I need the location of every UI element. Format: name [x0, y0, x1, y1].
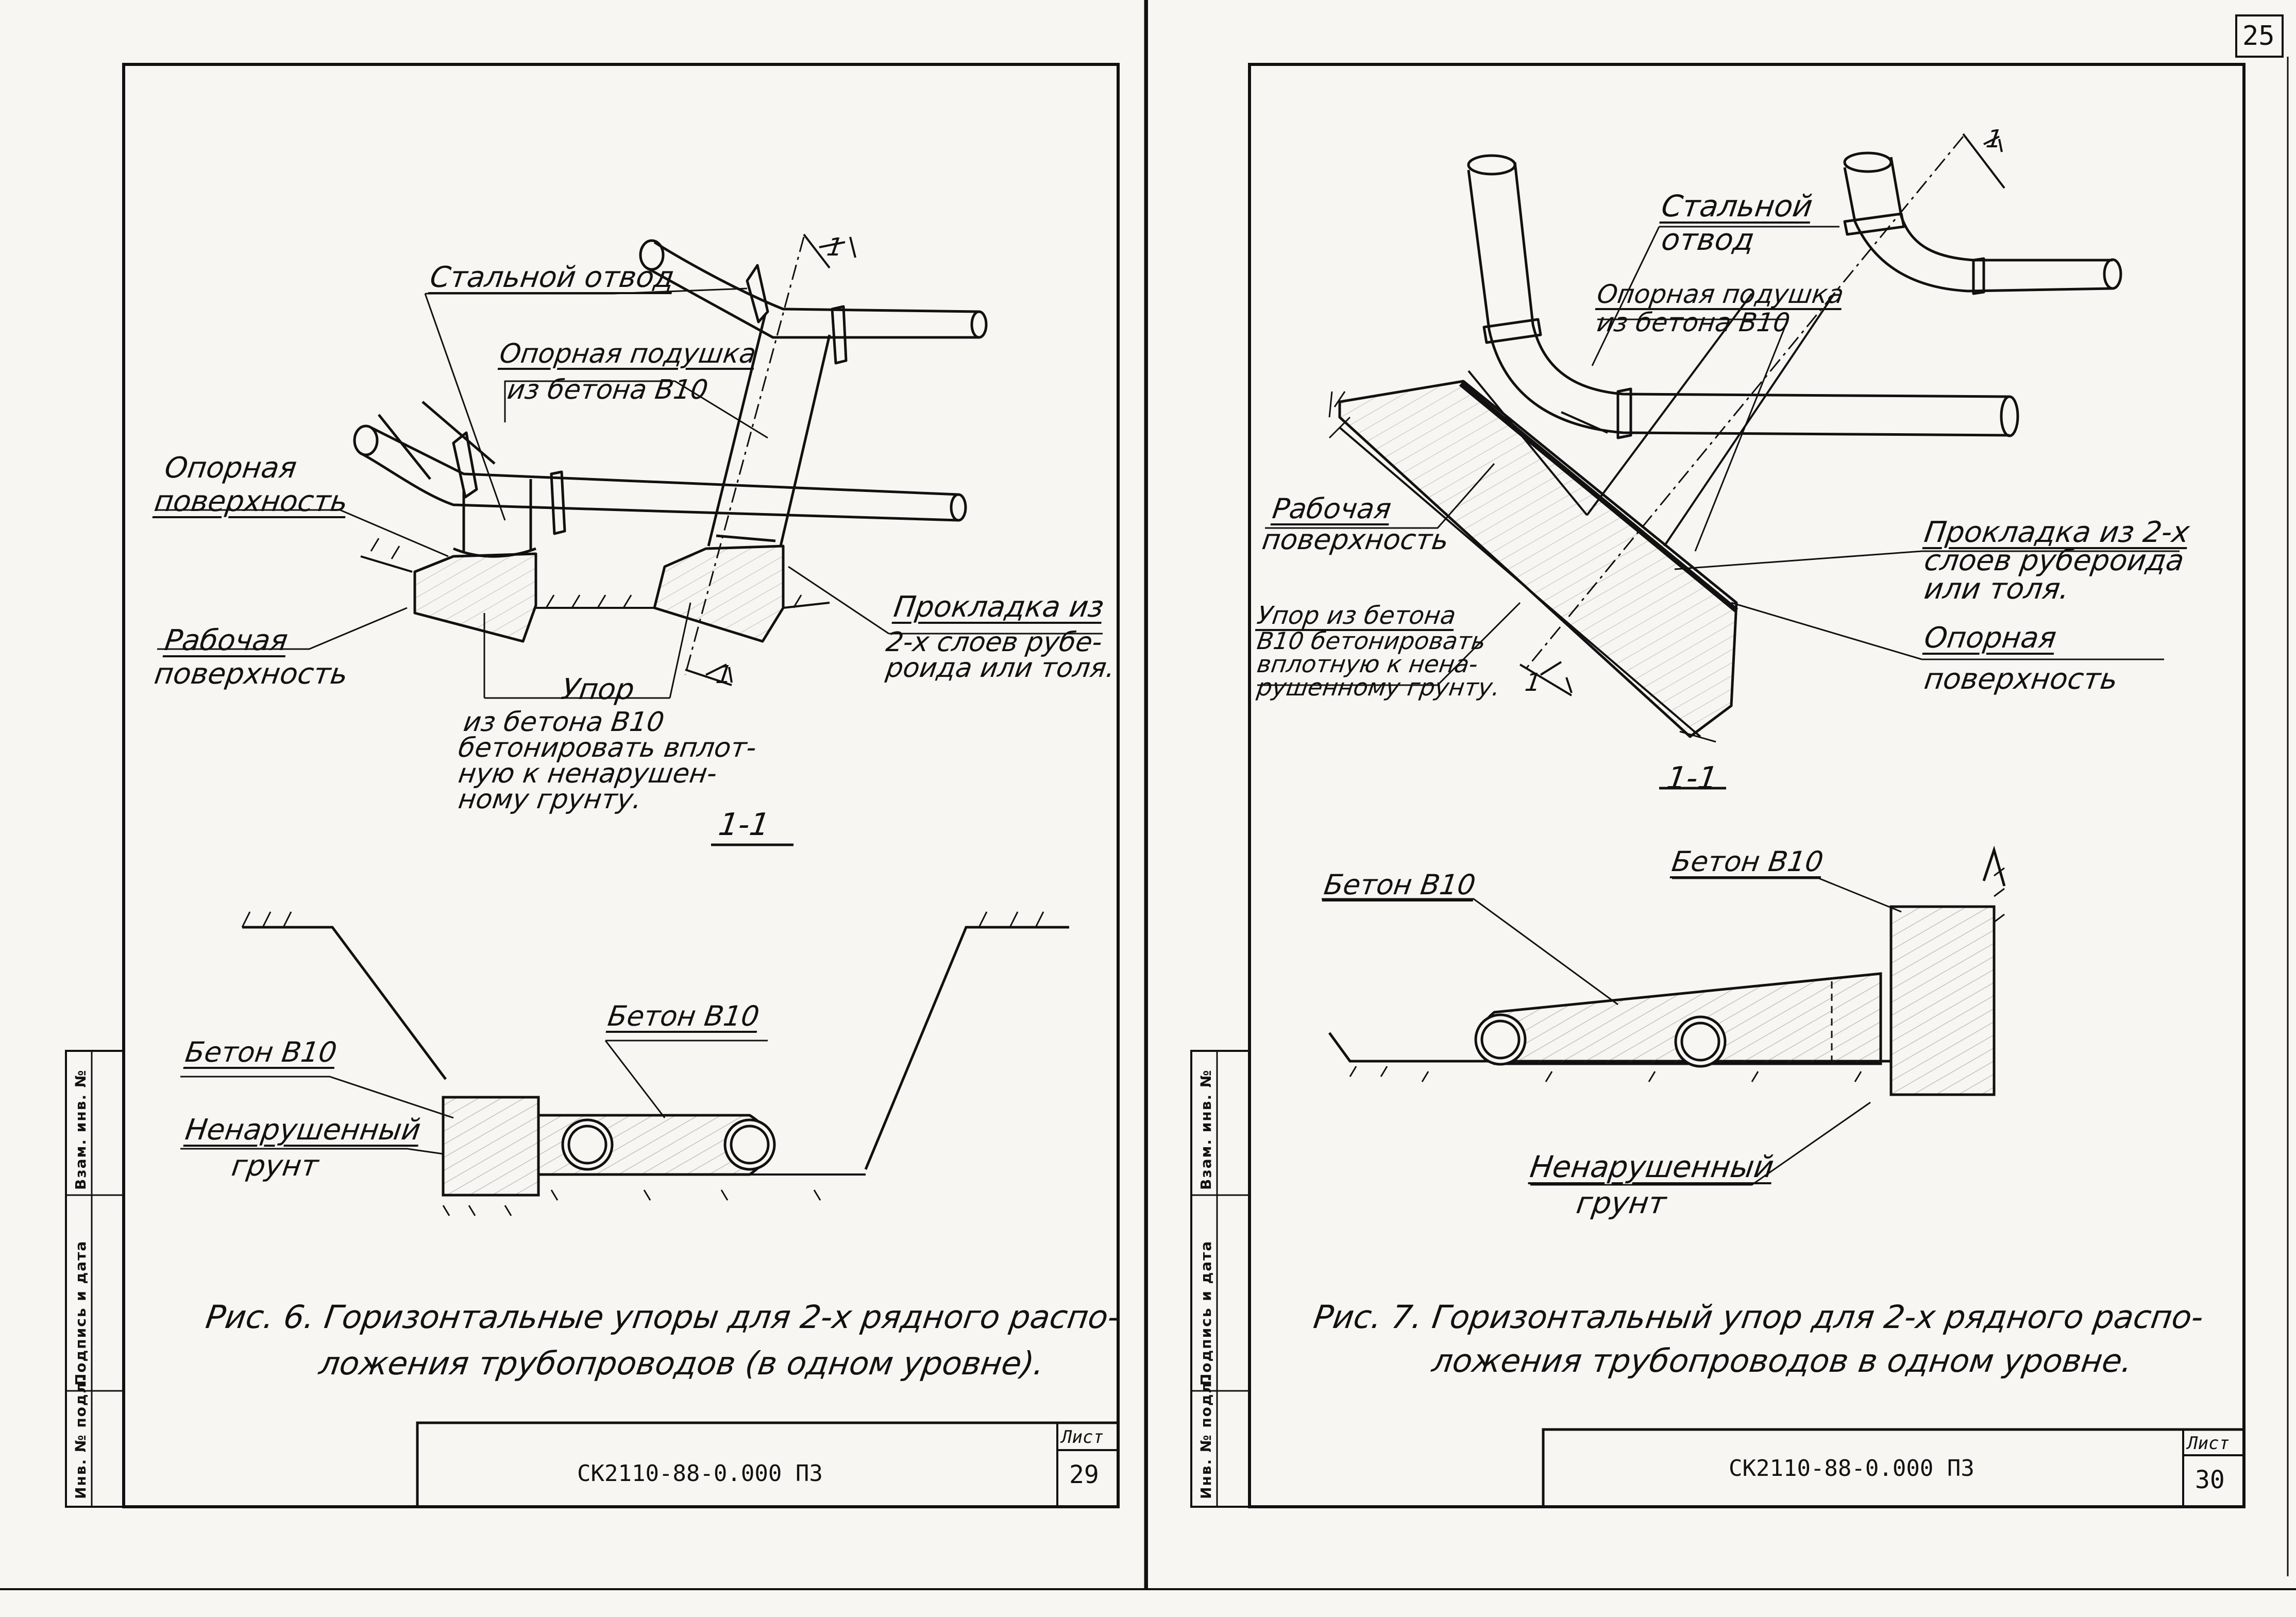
label-bearing-surface-2: поверхность — [152, 485, 350, 518]
title-block-sheet-label: Лист — [1061, 1427, 1104, 1448]
caption-fig6-line1: Рис. 6. Горизонтальные упоры для 2-х ряд… — [203, 1298, 1122, 1336]
label-steel-bend: Стальной — [1659, 189, 1815, 224]
label-steel-bend: Стальной отвод — [428, 261, 677, 294]
fig7-perspective — [1257, 133, 2180, 790]
label-support-pad-2: из бетона В10 — [505, 375, 710, 405]
caption-fig7-line1: Рис. 7. Горизонтальный упор для 2-х рядн… — [1311, 1298, 2206, 1336]
label-support-pad: Опорная подушка — [497, 338, 758, 369]
label-gasket: Прокладка из 2-х — [1922, 516, 2192, 549]
label-gasket-3: роида или толя. — [884, 653, 1117, 684]
label-section: 1-1 — [1664, 760, 1720, 796]
side-stamp-replace-inv: Взам. инв. № — [72, 1069, 89, 1190]
label-gasket-3: или толя. — [1922, 572, 2072, 606]
label-steel-bend-2: отвод — [1659, 222, 1757, 257]
label-support-pad-2: из бетона В10 — [1595, 308, 1792, 337]
label-bearing-surface: Опорная — [162, 451, 299, 485]
fig7-section — [1322, 845, 2006, 1186]
fig6-section — [180, 911, 1069, 1216]
label-working-surface-2: поверхность — [152, 657, 350, 691]
label-working-surface: Рабочая — [1270, 492, 1394, 525]
label-stop: Упор из бетона — [1255, 601, 1458, 630]
title-block-code: СК2110-88-0.000 ПЗ — [1729, 1455, 1974, 1482]
label-ground: Ненарушенный — [1528, 1149, 1776, 1184]
title-block-code: СК2110-88-0.000 ПЗ — [577, 1460, 823, 1487]
label-ground-2: грунт — [229, 1149, 321, 1183]
page-number: 25 — [2242, 21, 2275, 52]
label-concrete-1: Бетон В10 — [183, 1036, 339, 1068]
side-stamp-signature: Подпись и дата — [1197, 1240, 1214, 1386]
side-stamp-replace-inv: Взам. инв. № — [1197, 1069, 1214, 1190]
label-concrete-2: Бетон В10 — [1669, 845, 1826, 878]
label-section: 1-1 — [716, 807, 772, 843]
label-gasket-2: слоев рубероида — [1922, 544, 2186, 577]
label-bearing-surface-2: поверхность — [1922, 662, 2120, 696]
side-stamp-signature: Подпись и дата — [72, 1240, 89, 1386]
label-ground-2: грунт — [1574, 1185, 1669, 1220]
label-concrete-1: Бетон В10 — [1322, 869, 1478, 901]
fig6-perspective — [157, 233, 1103, 846]
title-block-sheet-label: Лист — [2187, 1433, 2230, 1454]
title-block-sheet-number: 30 — [2195, 1466, 2225, 1494]
label-stop-4: рушенному грунту. — [1255, 673, 1502, 701]
label-stop-5: ному грунту. — [456, 784, 644, 815]
label-working-surface: Рабочая — [162, 624, 290, 657]
label-ground: Ненарушенный — [183, 1113, 423, 1147]
label-gasket: Прокладка из — [891, 590, 1106, 624]
label-working-surface-2: поверхность — [1260, 523, 1451, 556]
caption-fig6-line2: ложения трубопроводов (в одном уровне). — [316, 1344, 1047, 1382]
side-stamp-inv-no: Инв. № подл. — [1197, 1375, 1214, 1499]
title-block-sheet-number: 29 — [1069, 1460, 1099, 1489]
side-stamp-inv-no: Инв. № подл. — [72, 1375, 89, 1499]
label-concrete-2: Бетон В10 — [605, 1000, 762, 1032]
label-bearing-surface: Опорная — [1922, 621, 2058, 655]
caption-fig7-line2: ложения трубопроводов в одном уровне. — [1429, 1342, 2135, 1380]
label-support-pad: Опорная подушка — [1595, 279, 1846, 309]
label-stop: Упор — [559, 673, 637, 706]
